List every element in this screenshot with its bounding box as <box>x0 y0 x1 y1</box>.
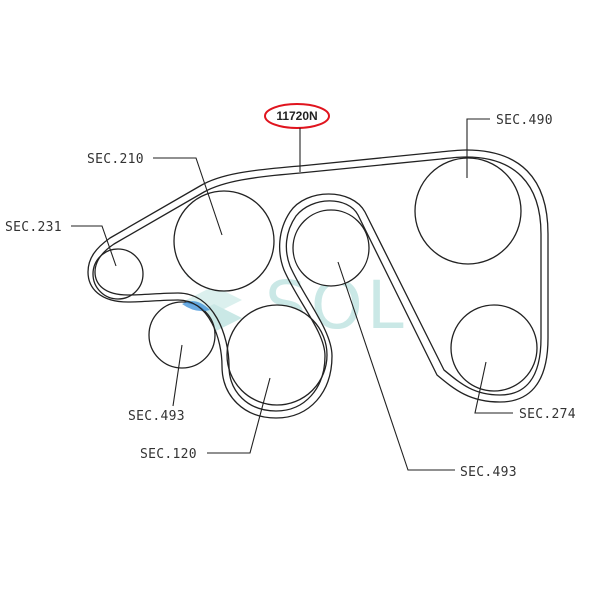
callout-sec-490: SEC.490 <box>466 113 553 178</box>
leader-sec-493-right <box>337 261 455 471</box>
callout-sec-120: SEC.120 <box>140 377 271 462</box>
leader-sec-231 <box>71 225 117 267</box>
pulley-sec-231 <box>92 248 144 300</box>
part-number: 11720N <box>276 109 317 123</box>
label-sec-493-right: SEC.493 <box>460 465 517 480</box>
part-number-callout: 11720N <box>264 103 330 172</box>
pulley-sec-120 <box>226 304 328 406</box>
leader-sec-120 <box>207 377 271 454</box>
leader-sec-210 <box>153 157 223 236</box>
callout-sec-493-right: SEC.493 <box>337 261 517 480</box>
pulley-sec-490 <box>414 157 522 265</box>
blue-mark <box>182 301 210 312</box>
callout-sec-231: SEC.231 <box>5 220 117 267</box>
label-sec-274: SEC.274 <box>519 407 576 422</box>
leader-sec-493-left <box>172 344 183 407</box>
leader-sec-490 <box>466 118 490 178</box>
callout-sec-210: SEC.210 <box>87 152 223 236</box>
callout-sec-274: SEC.274 <box>474 361 576 422</box>
pulley-sec-210 <box>173 190 275 292</box>
label-sec-493-left: SEC.493 <box>128 409 185 424</box>
leader-sec-274 <box>474 361 513 414</box>
pulley-sec-274 <box>450 304 538 392</box>
label-sec-120: SEC.120 <box>140 447 197 462</box>
label-sec-210: SEC.210 <box>87 152 144 167</box>
highlight-ellipse <box>264 103 330 129</box>
pulley-sec-493-left <box>148 301 216 369</box>
drive-belt <box>87 149 549 419</box>
pulley-sec-493-right <box>292 209 370 287</box>
label-sec-231: SEC.231 <box>5 220 62 235</box>
callout-sec-493-left: SEC.493 <box>128 344 185 424</box>
label-sec-490: SEC.490 <box>496 113 553 128</box>
